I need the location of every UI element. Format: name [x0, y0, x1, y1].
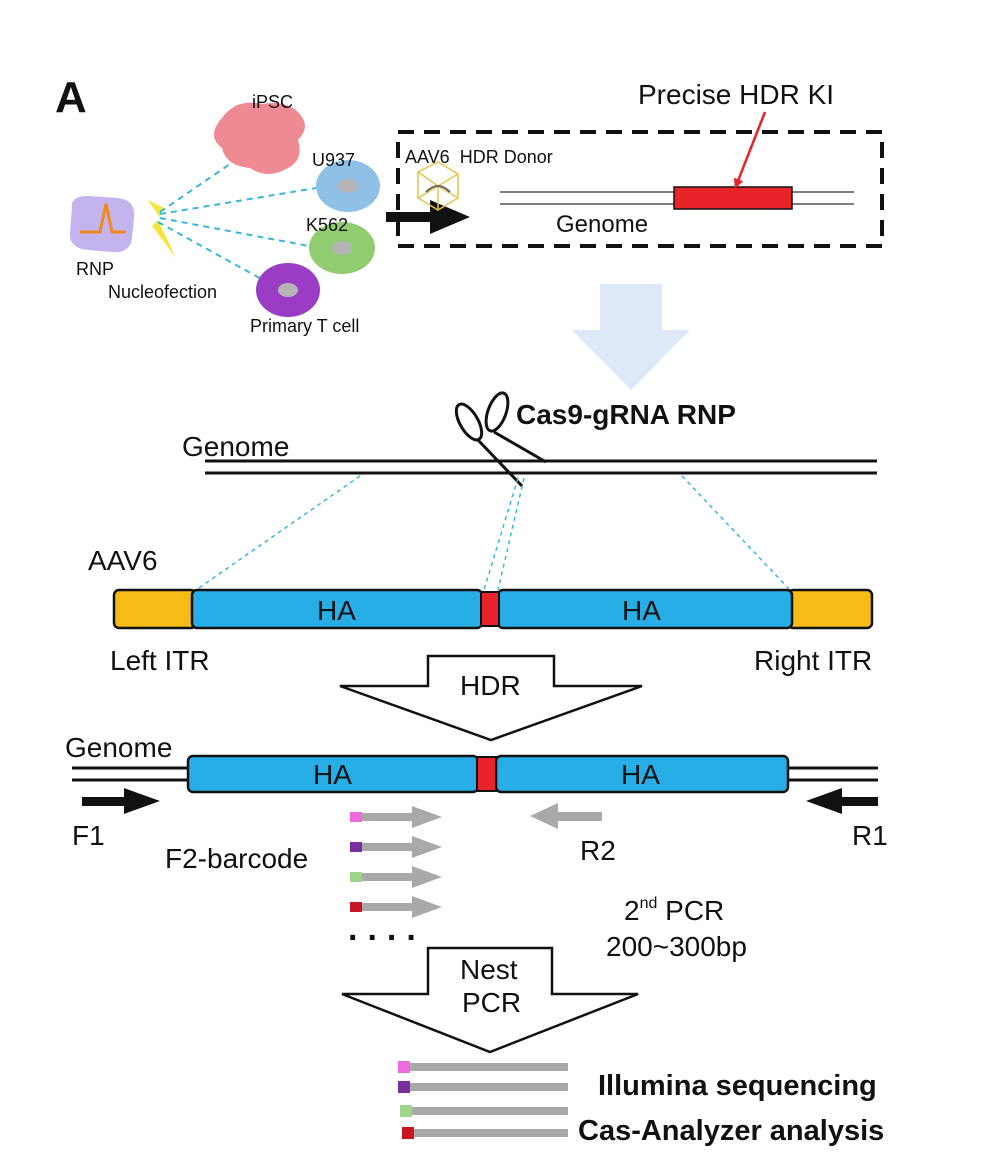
cell-label-k562: K562	[306, 215, 348, 235]
donor-label: AAV6 HDR Donor	[405, 147, 553, 167]
pcr2-suffix: PCR	[657, 895, 724, 926]
edited-right-ha-label: HA	[621, 759, 660, 790]
pcr2-prefix: 2	[624, 895, 640, 926]
ipsc-cell	[214, 102, 305, 174]
u937-nucleus	[338, 179, 358, 193]
construct-genome-label: Genome	[182, 431, 289, 462]
edited-insert-block	[476, 756, 497, 792]
output-line-2: Cas-Analyzer analysis	[578, 1115, 884, 1147]
f2-barcode-label: F2-barcode	[165, 843, 308, 874]
f2-barcode-primer-2	[350, 836, 442, 858]
right-itr-label: Right ITR	[754, 645, 872, 676]
output-line-1: Illumina sequencing	[598, 1070, 877, 1102]
sequencing-read-1	[398, 1061, 568, 1073]
precise-pointer	[733, 111, 767, 189]
aav-capsid-icon	[417, 161, 459, 211]
cell-label-u937: U937	[312, 150, 355, 170]
insert-block	[480, 591, 500, 627]
homology-connectors	[195, 475, 791, 591]
sequencing-read-2	[398, 1081, 568, 1093]
r1-label: R1	[852, 820, 888, 851]
rnp-label: RNP	[76, 259, 114, 279]
edited-left-ha-label: HA	[313, 759, 352, 790]
sequencing-read-3	[400, 1105, 568, 1117]
hdr-ki-box	[396, 130, 884, 248]
hdr-label: HDR	[460, 670, 521, 701]
r2-label: R2	[580, 835, 616, 866]
f2-barcode-primer-3	[350, 866, 442, 888]
panel-letter: A	[55, 73, 87, 122]
pcr2-sup: nd	[640, 895, 658, 912]
f2-barcode-primer-4	[350, 896, 442, 918]
top-insert-block	[673, 186, 793, 210]
edited-genome-label: Genome	[65, 732, 172, 763]
left-itr-block	[112, 588, 198, 630]
right-itr-block	[786, 588, 874, 630]
scissors-icon	[454, 391, 547, 488]
cas9-label: Cas9-gRNA RNP	[516, 399, 736, 430]
lightning-icon	[148, 200, 176, 258]
k562-nucleus	[332, 241, 352, 255]
pcr2-label: 2nd PCR	[624, 895, 724, 926]
big-down-arrow	[572, 284, 690, 390]
tcell-nucleus	[278, 283, 298, 297]
f2-barcode-primer-1	[350, 806, 442, 828]
nest-pcr-label-1: Nest	[460, 954, 518, 985]
rnp-icon	[69, 196, 135, 253]
cell-label-ipsc: iPSC	[252, 92, 293, 112]
left-ha-label: HA	[317, 595, 356, 626]
cell-label-tcell: Primary T cell	[250, 316, 359, 336]
precise-label: Precise HDR KI	[638, 79, 834, 110]
right-ha-label: HA	[622, 595, 661, 626]
sequencing-read-4	[402, 1127, 568, 1139]
f1-label: F1	[72, 820, 105, 851]
left-itr-label: Left ITR	[110, 645, 210, 676]
nest-pcr-label-2: PCR	[462, 987, 521, 1018]
sequencing-reads	[398, 1061, 568, 1139]
hdr-arrow	[339, 654, 643, 742]
r2-primer-arrow	[530, 803, 602, 829]
aav-label: AAV6	[88, 545, 158, 576]
nest-pcr-arrow	[341, 946, 639, 1054]
f1-primer-arrow	[82, 788, 160, 814]
r1-primer-arrow	[806, 788, 878, 814]
pcr2-size-label: 200~300bp	[606, 931, 747, 962]
f2-barcode-primers	[350, 806, 442, 918]
ellipsis-dots: ....	[348, 910, 426, 948]
nucleofection-label: Nucleofection	[108, 282, 217, 302]
top-genome-label: Genome	[556, 211, 648, 238]
